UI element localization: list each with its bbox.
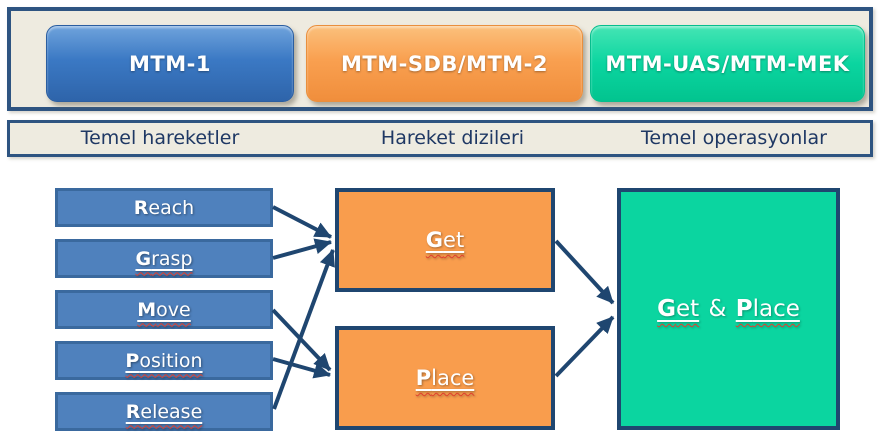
- category-label-basic-motions: Temel hareketler: [80, 127, 240, 149]
- flow-box-get-label: Get: [425, 228, 465, 252]
- flow-box-grasp-label: Grasp: [135, 247, 193, 270]
- arrow-place-to-get-and-place: [554, 315, 615, 378]
- category-label-basic-operations: Temel operasyonlar: [641, 127, 827, 149]
- flow-box-move: Move: [55, 290, 273, 329]
- arrow-grasp-to-get: [272, 238, 332, 260]
- method-button-mtm-uas-mtm-mek[interactable]: MTM-UAS/MTM-MEK: [590, 25, 865, 102]
- flow-box-position: Position: [55, 341, 273, 380]
- flow-box-place-label: Place: [415, 366, 475, 390]
- arrow-release-to-get: [272, 249, 335, 410]
- arrow-get-to-get-and-place: [554, 239, 615, 305]
- method-button-mtm-sdb-mtm-2[interactable]: MTM-SDB/MTM-2: [306, 25, 583, 102]
- flow-box-grasp: Grasp: [55, 239, 273, 278]
- flow-box-release-label: Release: [125, 400, 203, 423]
- flow-box-place: Place: [335, 326, 555, 430]
- flow-box-get: Get: [335, 188, 555, 292]
- flow-box-move-label: Move: [137, 298, 191, 321]
- flow-box-get-and-place: Get & Place: [617, 188, 840, 430]
- category-label-motion-sequences: Hareket dizileri: [380, 127, 525, 149]
- arrow-move-to-place: [271, 308, 332, 372]
- arrow-reach-to-get: [272, 205, 332, 239]
- method-button-mtm-1[interactable]: MTM-1: [46, 25, 294, 102]
- category-bar: Temel hareketler Hareket dizileri Temel …: [7, 120, 873, 157]
- flow-box-reach-label: Reach: [133, 196, 195, 219]
- method-bar: MTM-1 MTM-SDB/MTM-2 MTM-UAS/MTM-MEK: [7, 7, 873, 111]
- flow-box-release: Release: [55, 392, 273, 431]
- arrow-position-to-place: [272, 357, 331, 379]
- flow-box-reach: Reach: [55, 188, 273, 227]
- flow-box-get-and-place-label: Get & Place: [657, 296, 800, 322]
- flow-box-position-label: Position: [125, 349, 203, 372]
